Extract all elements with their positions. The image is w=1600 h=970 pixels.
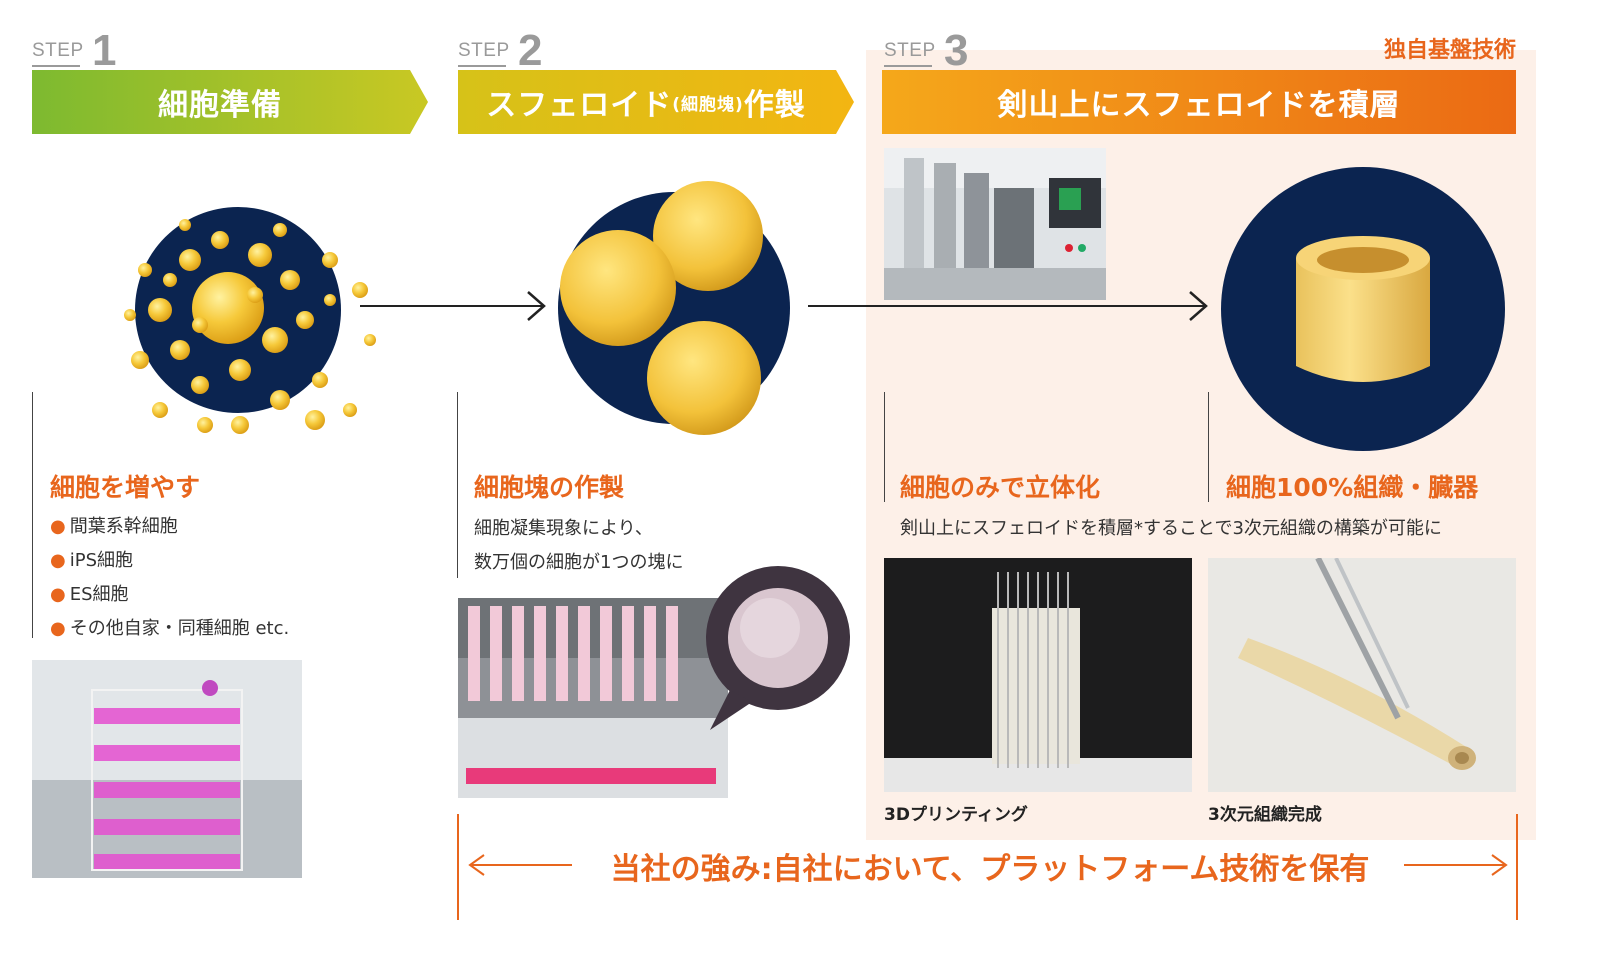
step2-label: STEP 2: [458, 32, 568, 72]
step1-label: STEP 1: [32, 32, 142, 72]
3d-printing-photo: [884, 558, 1192, 792]
divider-step3-left: [884, 392, 885, 502]
culture-flasks-photo: [32, 660, 302, 878]
section3-heading-left: 細胞のみで立体化: [900, 468, 1100, 504]
section3-heading-right: 細胞100%組織・臓器: [1226, 468, 1478, 504]
spheroid-zoom-bubble: [690, 560, 850, 750]
cell-cluster-illustration: [100, 200, 390, 460]
step2-banner-small: (細胞塊): [672, 90, 744, 115]
step3-word: STEP: [884, 40, 936, 62]
divider-step2: [457, 392, 458, 578]
bullet-item-2: ●iPS細胞: [50, 544, 350, 578]
bottom-arrow-right: [1404, 852, 1510, 878]
bullet-item-3: ●ES細胞: [50, 578, 350, 612]
step2-word: STEP: [458, 40, 510, 62]
completed-tissue-photo: [1208, 558, 1516, 792]
divider-step3-right: [1208, 392, 1209, 502]
caption-3d-printing: 3Dプリンティング: [884, 800, 1028, 825]
section2-heading: 細胞塊の作製: [474, 468, 624, 504]
divider-step1: [32, 392, 33, 638]
bullet-item-4: ●その他自家・同種細胞 etc.: [50, 612, 350, 646]
step1-number: 1: [92, 26, 116, 76]
step2-banner-text: スフェロイド (細胞塊) 作製: [458, 70, 854, 134]
bottom-bracket-left: [457, 814, 459, 920]
section1-bullet-list: ●間葉系幹細胞 ●iPS細胞 ●ES細胞 ●その他自家・同種細胞 etc.: [50, 510, 350, 646]
step2-number: 2: [518, 26, 542, 76]
step3-number: 3: [944, 26, 968, 76]
flow-arrow-1: [360, 288, 550, 324]
step2-banner-main: スフェロイド: [486, 80, 672, 124]
bottom-strength-statement: 当社の強み:自社において、プラットフォーム技術を保有: [580, 844, 1400, 888]
step2-banner-end: 作製: [744, 80, 806, 124]
step3-banner-text: 剣山上にスフェロイドを積層: [882, 70, 1516, 134]
step1-banner-text: 細胞準備: [32, 70, 428, 134]
section3-description: 剣山上にスフェロイドを積層*することで3次元組織の構築が可能に: [900, 512, 1510, 546]
bottom-arrow-left: [466, 852, 572, 878]
section1-heading: 細胞を増やす: [50, 468, 200, 504]
unique-tech-tag: 独自基盤技術: [1340, 32, 1516, 64]
spheroid-illustration: [556, 180, 796, 440]
step1-word: STEP: [32, 40, 84, 62]
bioprinter-machine-photo: [884, 148, 1106, 300]
bullet-item-1: ●間葉系幹細胞: [50, 510, 350, 544]
section2-line-1: 細胞凝集現象により、: [474, 512, 653, 546]
caption-completed-tissue: 3次元組織完成: [1208, 800, 1322, 825]
bottom-bracket-right: [1516, 814, 1518, 920]
section2-line-2: 数万個の細胞が1つの塊に: [474, 546, 683, 580]
tissue-tube-illustration: [1220, 166, 1506, 452]
step3-label: STEP 3: [884, 32, 994, 72]
well-plate-photo: [458, 598, 728, 798]
